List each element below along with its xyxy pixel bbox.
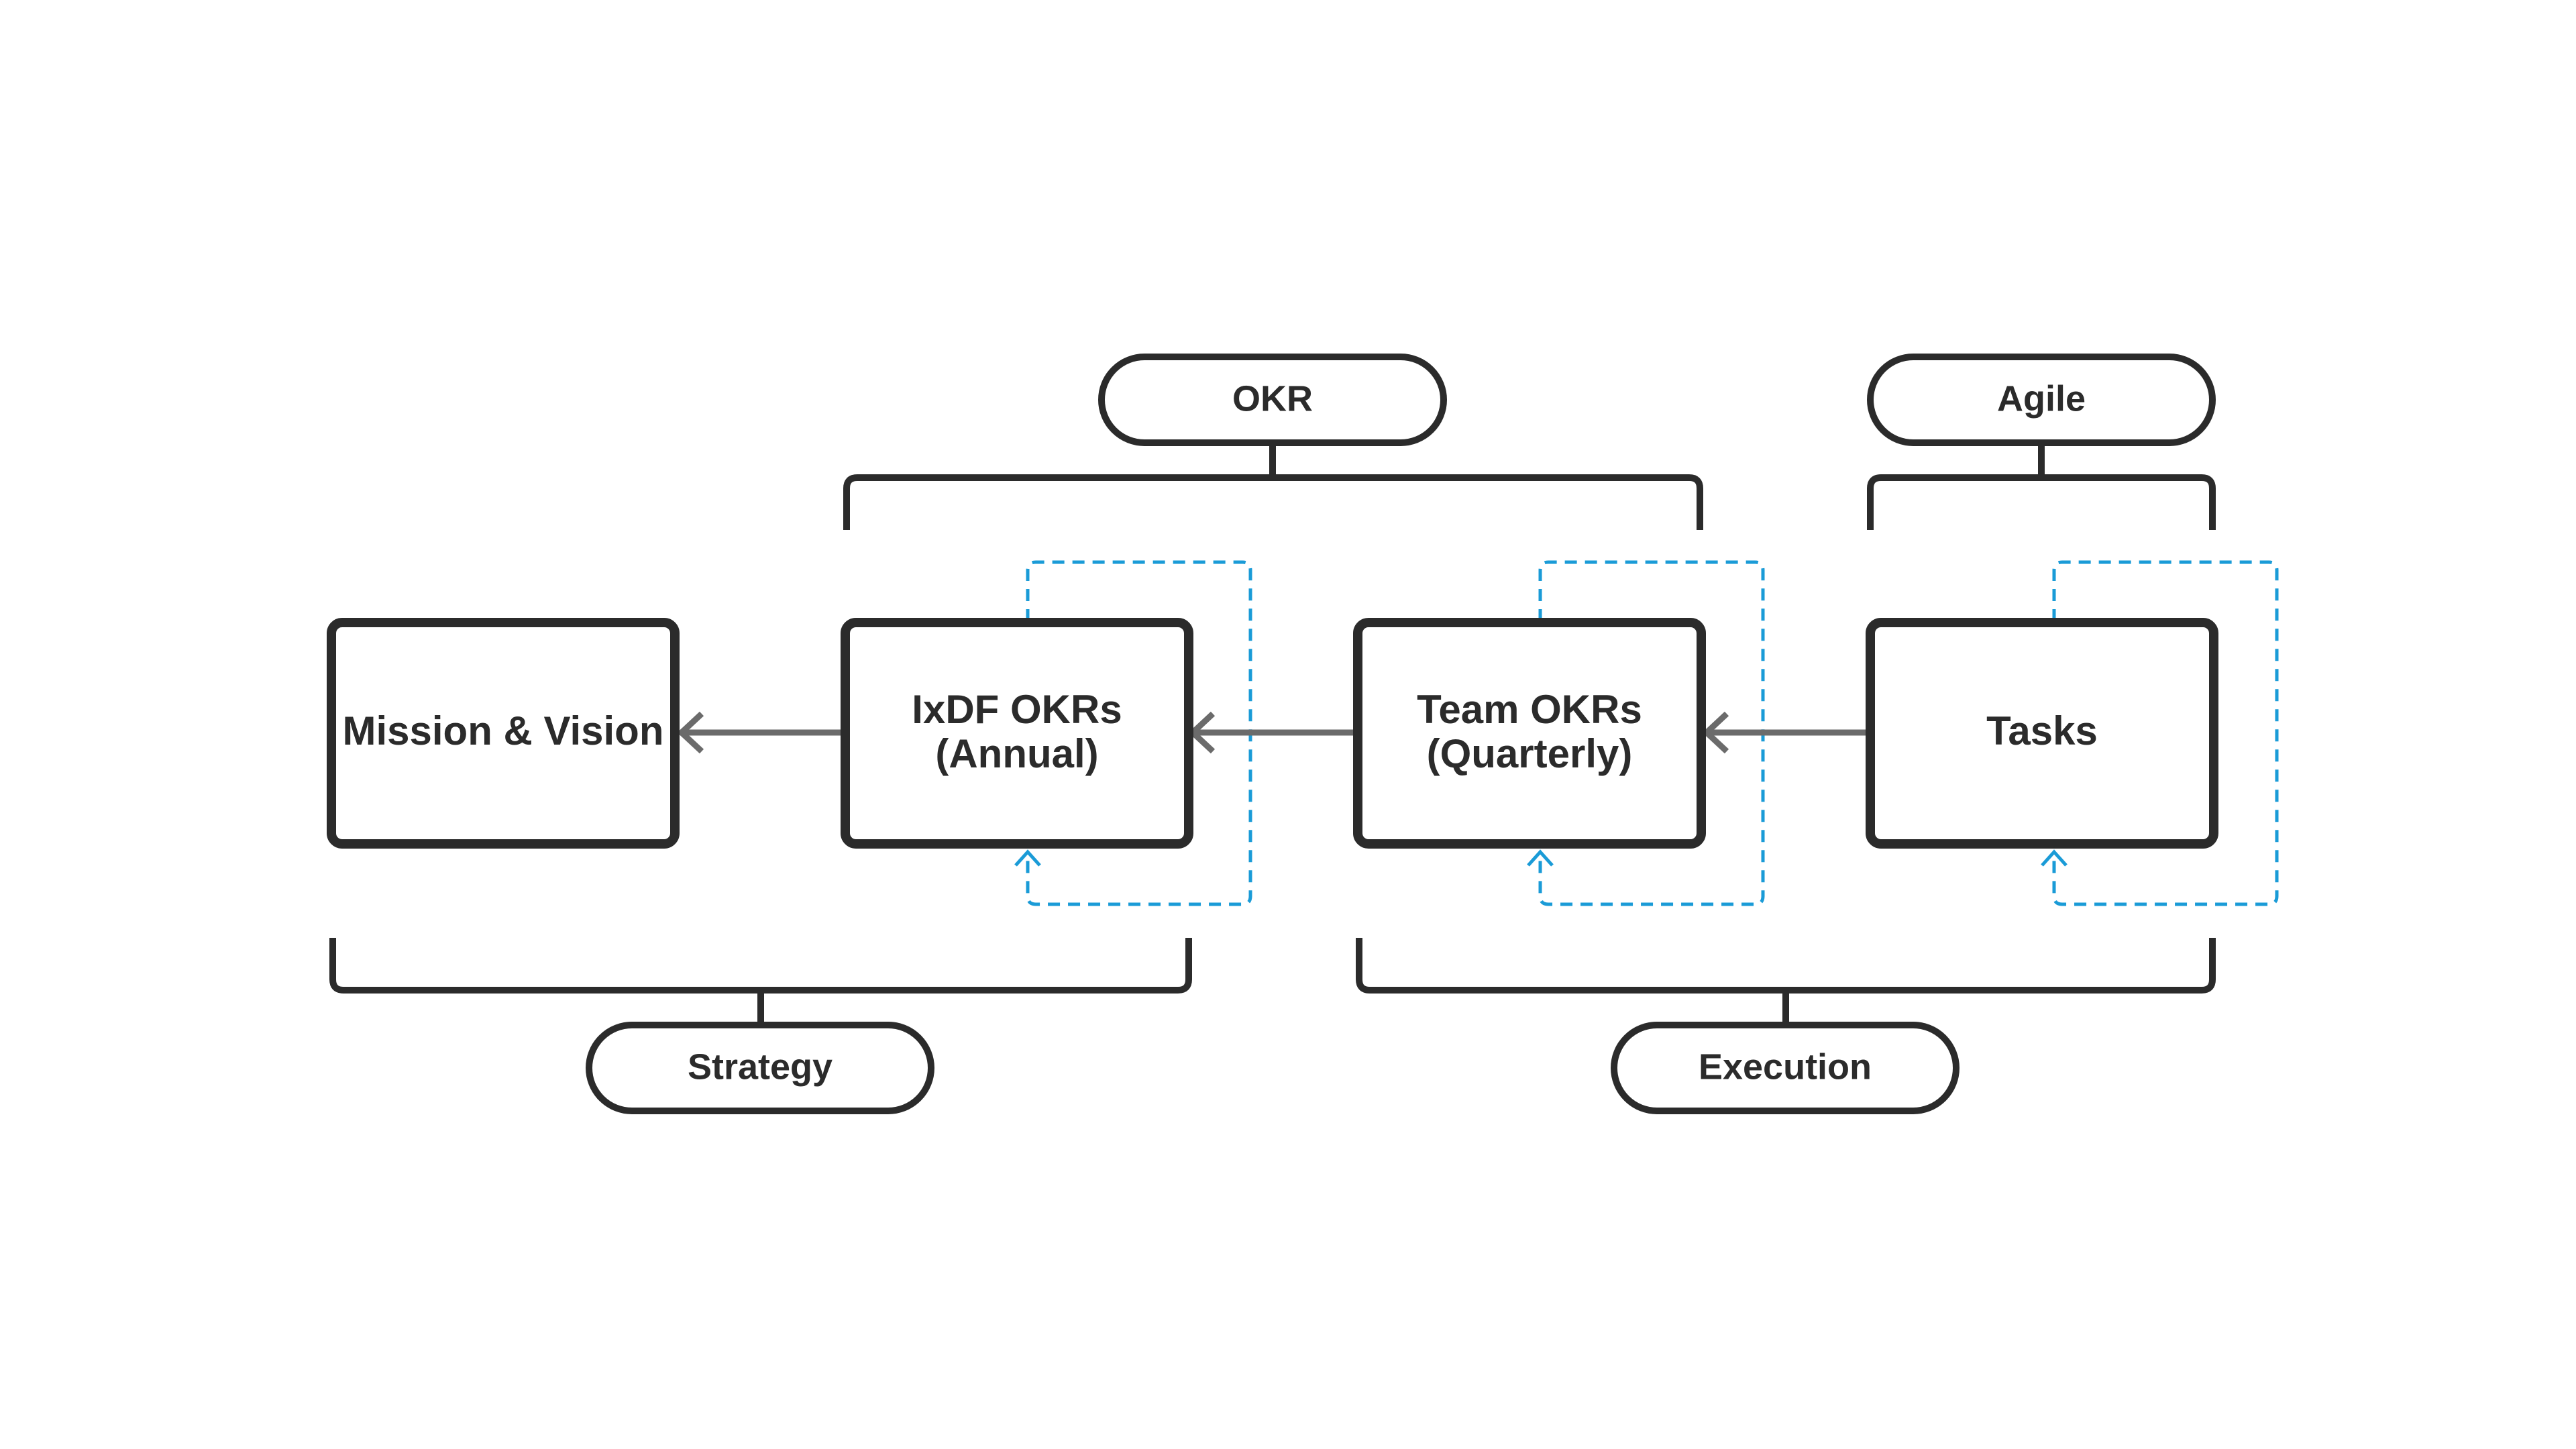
okr-label-group: OKR — [843, 354, 1703, 530]
okr-label: OKR — [1232, 378, 1313, 419]
strategy-label-group: Strategy — [329, 938, 1192, 1114]
agile-label: Agile — [1997, 378, 2086, 419]
feedback-loop-tasks — [2041, 560, 2279, 906]
ixdf-okrs-label: IxDF OKRs — [912, 687, 1122, 732]
okr-bracket — [843, 474, 1703, 530]
execution-bracket — [1356, 938, 2216, 994]
strategy-bracket — [329, 938, 1192, 994]
box-frame — [841, 618, 1193, 849]
box-frame — [327, 618, 680, 849]
box-frame — [1866, 618, 2218, 849]
arrow-left-icon — [677, 711, 704, 754]
strategy-label: Strategy — [688, 1046, 833, 1087]
team-okrs-period: (Quarterly) — [1427, 731, 1633, 776]
feedback-loop-path — [2052, 560, 2279, 906]
execution-label-pill — [1611, 1022, 1960, 1114]
strategy-label-pill — [586, 1022, 934, 1114]
arrow-left-icon — [1702, 711, 1729, 754]
agile-label-group: Agile — [1867, 354, 2216, 530]
box-frame — [1353, 618, 1706, 849]
team-okrs-box: Team OKRs (Quarterly) — [1353, 618, 1706, 849]
agile-bracket — [1867, 474, 2216, 530]
team-okrs-label: Team OKRs — [1417, 687, 1642, 732]
execution-label-group: Execution — [1356, 938, 2216, 1114]
execution-label: Execution — [1699, 1046, 1872, 1087]
feedback-arrow-icon — [2041, 849, 2068, 867]
tasks-box: Tasks — [1866, 618, 2218, 849]
mission-vision-box: Mission & Vision — [327, 618, 680, 849]
ixdf-okrs-period: (Annual) — [935, 731, 1098, 776]
arrow-tasks-to-team — [1702, 711, 1870, 754]
tasks-label: Tasks — [1986, 708, 2098, 753]
feedback-arrow-icon — [1527, 849, 1554, 867]
mission-vision-label: Mission & Vision — [343, 708, 664, 753]
ixdf-okrs-box: IxDF OKRs (Annual) — [841, 618, 1193, 849]
arrow-ixdf-to-mission — [677, 711, 844, 754]
feedback-arrow-icon — [1014, 849, 1041, 867]
arrow-team-to-ixdf — [1188, 711, 1356, 754]
